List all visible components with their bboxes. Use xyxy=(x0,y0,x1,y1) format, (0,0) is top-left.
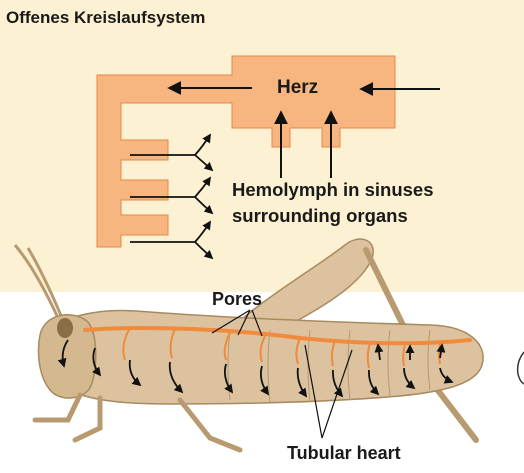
schematic-panel xyxy=(0,0,524,292)
branch-down xyxy=(194,196,214,215)
vessel-shape xyxy=(96,55,396,248)
label-pointers xyxy=(211,309,353,439)
diagram-title: Offenes Kreislaufsystem xyxy=(6,8,206,27)
surrounding-organs-label: surrounding organs xyxy=(232,205,408,226)
sinus-arrows xyxy=(130,133,214,260)
branch-up xyxy=(194,220,211,243)
flow-arrows xyxy=(167,81,440,178)
pores-label: Pores xyxy=(212,289,263,309)
body-segments xyxy=(227,329,431,403)
edge-fragment xyxy=(516,351,524,385)
insect-body xyxy=(45,309,484,405)
antenna xyxy=(13,244,60,319)
front-leg xyxy=(32,392,83,423)
insect-eye xyxy=(57,318,73,338)
front-leg xyxy=(72,395,103,443)
heart-label: Herz xyxy=(277,77,319,98)
branch-down xyxy=(194,154,214,172)
branch-up xyxy=(194,133,211,156)
branch-up xyxy=(194,176,212,198)
tubular-heart-label: Tubular heart xyxy=(287,443,401,463)
branch-down xyxy=(194,241,214,260)
insect-head xyxy=(37,314,97,399)
vessel-system xyxy=(96,55,396,248)
middle-leg xyxy=(177,397,243,453)
hemolymph-arrows xyxy=(57,339,454,398)
hemolymph-label: Hemolymph in sinuses xyxy=(232,179,434,200)
grasshopper xyxy=(13,238,484,453)
antenna xyxy=(26,247,64,319)
